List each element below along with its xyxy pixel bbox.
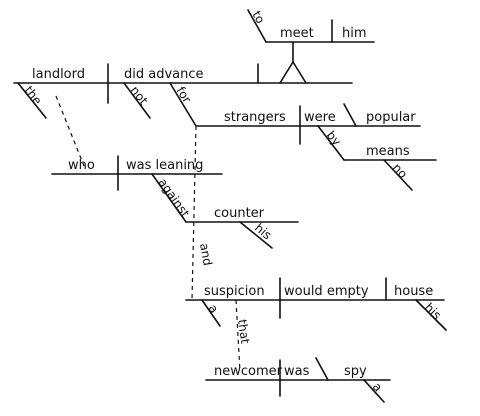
modifier-line-no [383,159,413,191]
word-means: means [366,144,410,159]
preposition-line-for [169,82,197,127]
main-clause: landlord did advance the not for [13,63,353,127]
modifier-line-not [123,82,151,119]
word-a-spy: a [370,380,385,395]
strangers-clause: strangers were popular by means no [195,103,437,191]
word-was-leaning: was leaning [126,158,203,173]
word-him: him [342,26,367,41]
word-suspicion: suspicion [204,284,265,299]
word-by: by [324,128,344,148]
word-for: for [173,84,194,105]
word-the: the [22,83,45,107]
preposition-line-against [151,173,187,223]
modifier-line-his-house [415,299,447,331]
word-counter: counter [214,206,265,221]
word-was: was [284,364,310,379]
word-landlord: landlord [32,67,85,82]
word-not: not [128,83,151,107]
modifier-line-the [17,82,47,119]
word-house: house [394,284,433,299]
word-spy: spy [344,364,367,379]
pedestal-left [279,61,294,84]
word-to: to [249,9,267,26]
modifier-line-his [239,221,273,249]
word-newcomer: newcomer [214,364,283,379]
word-were: were [304,110,336,125]
relative-connector [55,95,85,167]
pedestal-right [292,61,307,84]
modifier-line-a-spy [363,379,385,403]
word-his-counter: his [252,221,274,243]
and-connector: and [191,125,215,301]
to-line [247,9,267,43]
word-did-advance: did advance [124,67,204,82]
word-strangers: strangers [224,110,286,125]
modifier-line-a-suspicion [201,299,221,327]
word-popular: popular [366,110,416,125]
word-and: and [197,242,215,267]
and-dashed-line [191,125,197,301]
word-his-house: his [422,300,444,322]
preposition-line-by [317,125,345,161]
word-would-empty: would empty [284,284,369,299]
word-who: who [68,158,95,173]
word-no: no [390,161,410,181]
noun-clause: that newcomer was spy a [205,299,391,403]
suspicion-clause: suspicion would empty house a his [185,277,447,331]
was-spy-slash [315,357,329,381]
infinitive-phrase: to meet him [247,9,375,84]
word-against: against [156,176,193,220]
word-that: that [235,318,252,344]
were-popular-slash [343,103,357,127]
word-a-suspicion: a [206,302,222,316]
word-meet: meet [280,26,314,41]
